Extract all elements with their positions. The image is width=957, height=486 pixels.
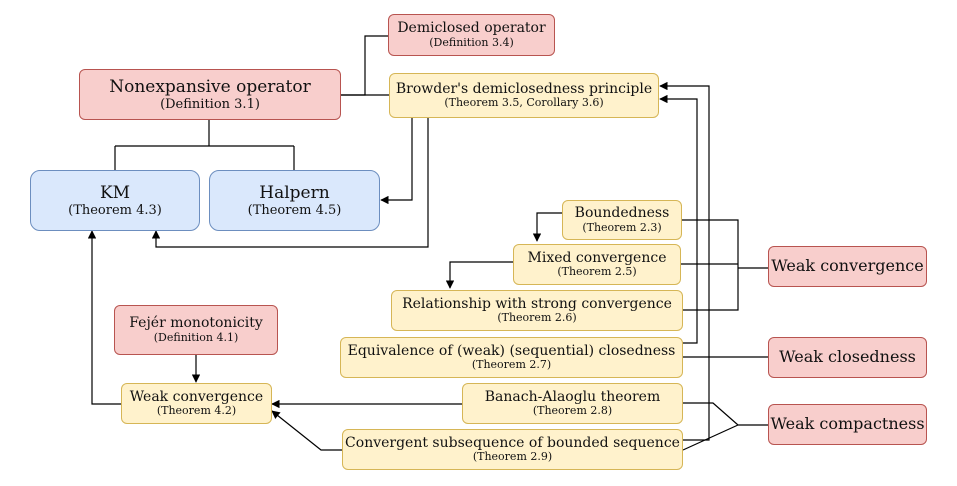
node-subtitle: (Definition 4.1) xyxy=(153,330,239,344)
node-title: Relationship with strong convergence xyxy=(402,295,672,312)
node-title: Weak convergence xyxy=(129,388,264,405)
node-title: Weak closedness xyxy=(779,347,916,367)
node-subtitle: (Theorem 2.8) xyxy=(532,404,613,418)
node-title: KM xyxy=(99,182,131,203)
node-subtitle: (Theorem 3.5, Corollary 3.6) xyxy=(444,96,604,110)
edge-mixed-relationship xyxy=(445,261,513,289)
node-mixed-convergence: Mixed convergence (Theorem 2.5) xyxy=(513,244,681,285)
node-fejer-monotonicity: Fejér monotonicity (Definition 4.1) xyxy=(114,305,278,355)
node-subtitle: (Theorem 4.3) xyxy=(68,202,162,218)
node-banach-alaoglu: Banach-Alaoglu theorem (Theorem 2.8) xyxy=(462,383,683,424)
edge-convsub-browder xyxy=(659,81,710,441)
node-nonexpansive-operator: Nonexpansive operator (Definition 3.1) xyxy=(79,69,341,120)
node-convergent-subsequence: Convergent subsequence of bounded sequen… xyxy=(342,429,683,470)
node-subtitle: (Theorem 2.7) xyxy=(471,358,552,372)
node-relationship-strong-convergence: Relationship with strong convergence (Th… xyxy=(391,290,683,331)
node-title: Convergent subsequence of bounded sequen… xyxy=(345,434,680,451)
node-weak-convergence-theorem: Weak convergence (Theorem 4.2) xyxy=(121,383,272,424)
node-title: Fejér monotonicity xyxy=(129,315,263,332)
node-title: Weak convergence xyxy=(771,256,924,276)
node-weak-convergence-category: Weak convergence xyxy=(768,246,927,287)
node-title: Mixed convergence xyxy=(527,249,667,266)
edge-equivalence-browder xyxy=(659,94,698,344)
node-subtitle: (Definition 3.4) xyxy=(429,35,514,49)
node-title: Demiclosed operator xyxy=(397,20,546,37)
node-title: Nonexpansive operator xyxy=(109,76,311,97)
node-subtitle: (Theorem 4.5) xyxy=(247,202,342,218)
node-equivalence-closedness: Equivalence of (weak) (sequential) close… xyxy=(340,337,683,378)
edge-boundedness-mixed xyxy=(532,212,562,242)
node-km: KM (Theorem 4.3) xyxy=(30,170,200,231)
node-subtitle: (Theorem 2.3) xyxy=(582,220,662,234)
node-title: Banach-Alaoglu theorem xyxy=(484,388,661,405)
node-demiclosed-operator: Demiclosed operator (Definition 3.4) xyxy=(388,14,555,56)
node-boundedness: Boundedness (Theorem 2.3) xyxy=(562,200,682,240)
node-browder-principle: Browder's demiclosedness principle (Theo… xyxy=(389,73,659,118)
edge-nonexpansive-demiclosed xyxy=(341,35,388,96)
node-title: Boundedness xyxy=(574,205,670,222)
node-subtitle: (Theorem 2.6) xyxy=(497,311,577,325)
node-title: Browder's demiclosedness principle xyxy=(395,80,653,97)
node-weak-closedness-category: Weak closedness xyxy=(768,337,927,378)
edge-weakconv-km xyxy=(87,230,121,405)
node-title: Equivalence of (weak) (sequential) close… xyxy=(347,342,676,359)
node-subtitle: (Theorem 2.9) xyxy=(472,450,553,464)
edge-convsub-weakconv xyxy=(271,410,342,451)
node-subtitle: (Theorem 2.5) xyxy=(557,265,637,279)
node-subtitle: (Definition 3.1) xyxy=(160,96,260,112)
edge-browder-km xyxy=(151,118,429,248)
edge-nonexpansive-methods xyxy=(114,120,295,170)
edge-bracket-compactness xyxy=(682,402,768,451)
node-subtitle: (Theorem 4.2) xyxy=(156,404,237,418)
node-weak-compactness-category: Weak compactness xyxy=(768,404,927,445)
edge-browder-halpern xyxy=(380,118,413,205)
edge-bracket-convergence xyxy=(681,219,768,311)
node-title: Halpern xyxy=(259,182,330,203)
node-title: Weak compactness xyxy=(770,414,925,434)
node-halpern: Halpern (Theorem 4.5) xyxy=(209,170,380,231)
